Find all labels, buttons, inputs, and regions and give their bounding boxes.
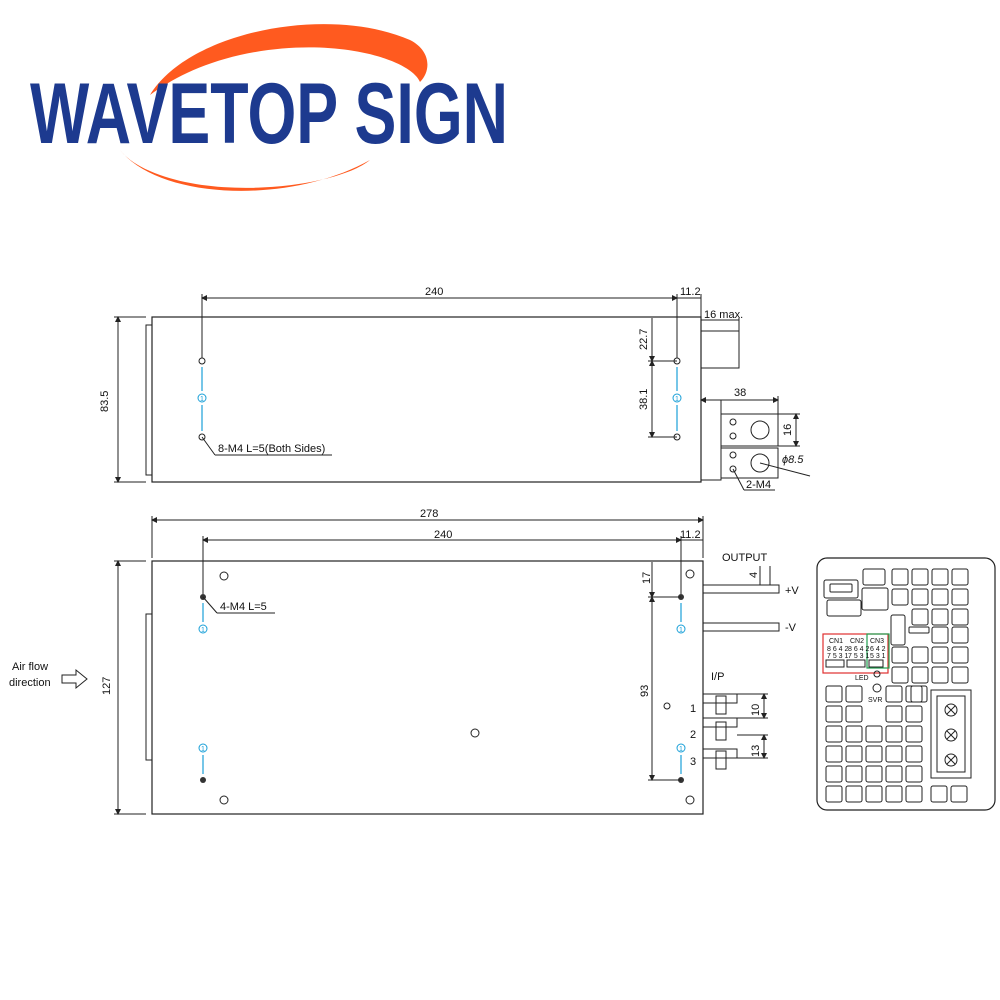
svg-text:1: 1: [679, 746, 683, 753]
terminal-screw-icons: [944, 703, 958, 767]
output-minus-v: -V: [785, 622, 797, 634]
ip-label: I/P: [711, 671, 724, 683]
front-view-fan-panel: [145, 613, 153, 761]
logo-swoosh-top: [150, 24, 428, 95]
top-note-screws: 8-M4 L=5(Both Sides): [218, 443, 325, 455]
svg-text:1: 1: [679, 627, 683, 634]
panel-terminal-block: [930, 689, 972, 779]
top-view: 1 1 240 11.2 16 max. 83.5 22.7 38.1 38: [99, 286, 811, 491]
ip-dim-10: 10: [750, 704, 762, 716]
front-dim-278: 278: [420, 508, 438, 520]
cn2-label: CN2: [850, 638, 864, 645]
panel-view: CN1 CN2 CN3 8 6 4 2 7 5 3 1 8 6 4 2 7 5 …: [816, 557, 996, 811]
cn3-box: [866, 633, 890, 669]
ip-dim-13: 13: [750, 745, 762, 757]
svg-text:1: 1: [200, 396, 204, 403]
front-dim-127: 127: [101, 677, 113, 695]
panel-vents: [825, 568, 969, 803]
front-view: 1 1 1 1 278 240 11.2 127 17: [9, 508, 799, 815]
cn2-bot-pins: 7 5 3 1: [848, 653, 870, 660]
top-dim-83-5: 83.5: [99, 391, 111, 412]
front-dim-11-2: 11.2: [680, 529, 701, 541]
top-view-output-block: [700, 330, 740, 369]
cn1-top-pins: 8 6 4 2: [827, 646, 849, 653]
cn1-label: CN1: [829, 638, 843, 645]
svr-knob: [872, 683, 882, 693]
top-dim-22-7: 22.7: [638, 329, 650, 350]
svg-text:1: 1: [201, 627, 205, 634]
top-view-body: [151, 316, 702, 483]
cn3-bot-pins: 5 3 1: [870, 653, 886, 660]
top-note-2m4: 2-M4: [746, 479, 771, 491]
cn-box: [822, 633, 889, 674]
front-dim-240: 240: [434, 529, 452, 541]
ip-pin-1: 1: [690, 703, 696, 715]
output-plus-v: +V: [785, 585, 799, 597]
front-dim-93: 93: [639, 685, 651, 697]
cn3-label: CN3: [870, 638, 884, 645]
led-indicator: [873, 670, 881, 678]
top-view-fan-panel: [145, 324, 153, 476]
cn3-top-pins: 6 4 2: [870, 646, 886, 653]
logo-text: WAVETOP SIGN: [30, 66, 508, 162]
top-view-terminal-block: [700, 399, 722, 481]
output-label: OUTPUT: [722, 552, 768, 564]
ip-pin-3: 3: [690, 756, 696, 768]
svr-label: SVR: [868, 697, 882, 704]
svg-text:1: 1: [675, 396, 679, 403]
airflow-arrow-icon: [61, 668, 88, 690]
top-dim-phi: ϕ8.5: [782, 454, 804, 466]
top-dim-38-1: 38.1: [638, 389, 650, 410]
cn2-top-pins: 8 6 4 2: [848, 646, 870, 653]
panel-outline: [816, 557, 996, 811]
output-dim-4: 4: [748, 572, 760, 578]
front-view-body: [151, 560, 704, 815]
top-dim-16-max: 16 max.: [704, 309, 743, 321]
ip-pin-2: 2: [690, 729, 696, 741]
front-note-screws: 4-M4 L=5: [220, 601, 267, 613]
top-dim-240: 240: [425, 286, 443, 298]
airflow-label-1: Air flow: [12, 661, 48, 673]
svg-text:1: 1: [201, 746, 205, 753]
top-dim-16: 16: [782, 424, 794, 436]
led-label: LED: [855, 675, 869, 682]
front-dim-17: 17: [641, 572, 653, 584]
top-dim-11-2: 11.2: [680, 286, 701, 298]
cn1-bot-pins: 7 5 3 1: [827, 653, 849, 660]
airflow-label-2: direction: [9, 677, 51, 689]
top-dim-38: 38: [734, 387, 746, 399]
wavetop-sign-logo: WAVETOP SIGN: [30, 24, 508, 191]
